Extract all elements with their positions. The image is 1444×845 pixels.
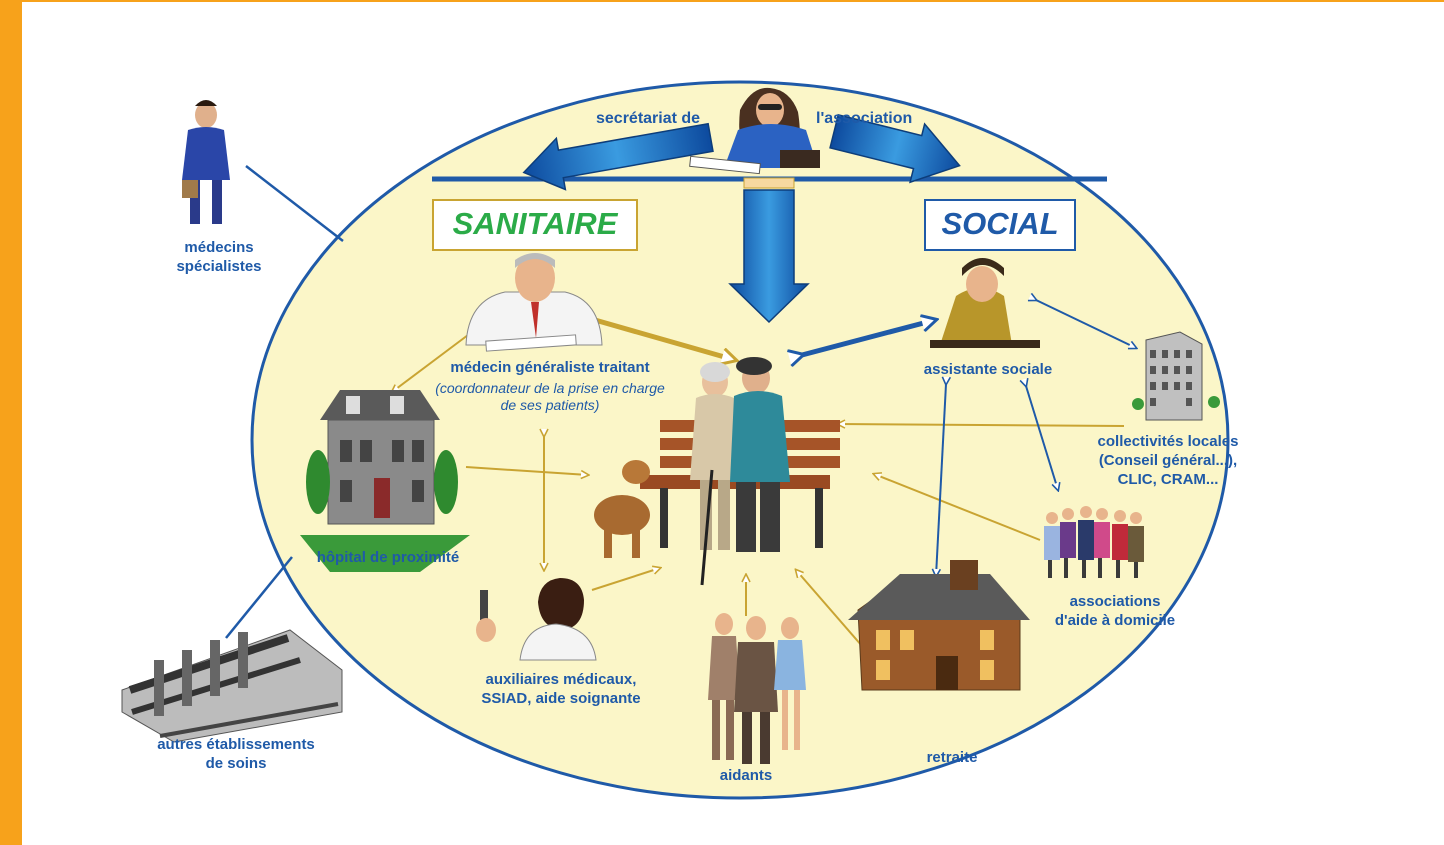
home-help-label-line1: associations bbox=[1069, 593, 1161, 610]
secretariat-arrow-right bbox=[829, 113, 961, 184]
social-worker-label: assistante sociale bbox=[923, 361, 1053, 378]
auxiliaries-label-line2: SSIAD, aide soignante bbox=[481, 690, 641, 707]
specialists-connector bbox=[245, 165, 344, 242]
doctor-note: (coordonnateur de la prise en charge de … bbox=[388, 380, 712, 414]
doctor-figure bbox=[465, 253, 603, 352]
home-help-label-line2: d'aide à domicile bbox=[1054, 612, 1176, 629]
social-worker-homehelp-link bbox=[1026, 386, 1058, 490]
specialists-label-line1: médecins bbox=[184, 239, 254, 256]
secretary-figure bbox=[689, 87, 820, 175]
sanitaire-section-title: SANITAIRE bbox=[432, 199, 638, 251]
retirement-elderly-link bbox=[796, 570, 863, 647]
hospital-label: hôpital de proximité bbox=[316, 549, 460, 566]
other-care-label-line2: de soins bbox=[205, 755, 267, 772]
helpers-label: aidants bbox=[719, 767, 773, 784]
auxiliaries-label: auxiliaires médicaux, SSIAD, aide soigna… bbox=[458, 670, 664, 708]
authorities-elderly-link bbox=[838, 424, 1125, 426]
auxiliaries-label-line1: auxiliaires médicaux, bbox=[485, 671, 637, 688]
auxiliary-figure bbox=[476, 578, 597, 661]
local-authorities-label-line3: CLIC, CRAM... bbox=[1117, 471, 1219, 488]
auxiliaries-elderly-link bbox=[591, 568, 660, 591]
sanitaire-links bbox=[392, 320, 1125, 647]
left-accent-bar bbox=[0, 0, 22, 845]
secretariat-arrow-left bbox=[522, 122, 714, 191]
social-section-title: SOCIAL bbox=[924, 199, 1076, 251]
secretariat-label-right: l'association bbox=[816, 110, 913, 127]
top-accent-line bbox=[0, 0, 1444, 2]
local-authorities-label-line1: collectivités locales bbox=[1097, 433, 1239, 450]
care-building-figure bbox=[121, 629, 343, 743]
doctor-note-line1: (coordonnateur de la prise en charge bbox=[435, 380, 665, 396]
retirement-home-figure bbox=[848, 560, 1030, 691]
secretariat-label-left: secrétariat de bbox=[596, 110, 701, 127]
secretariat-arrow-down bbox=[728, 177, 810, 324]
home-help-group-figure bbox=[1044, 506, 1144, 578]
social-worker-authorities-link bbox=[1036, 300, 1136, 348]
office-building-figure bbox=[1132, 331, 1220, 421]
doctor-hospital-link bbox=[392, 335, 468, 392]
specialists-label-line2: spécialistes bbox=[176, 258, 262, 275]
home-help-label: associations d'aide à domicile bbox=[1030, 592, 1200, 630]
social-worker-elderly-link bbox=[802, 320, 935, 355]
social-worker-retirement-link bbox=[936, 384, 946, 576]
local-authorities-label-line2: (Conseil général...), bbox=[1098, 452, 1238, 469]
doctor-label: médecin généraliste traitant bbox=[450, 359, 650, 376]
other-care-label-line1: autres établissements bbox=[157, 736, 315, 753]
homehelp-elderly-link bbox=[874, 474, 1041, 541]
dog-figure bbox=[594, 460, 650, 558]
local-authorities-label: collectivités locales (Conseil général..… bbox=[1068, 432, 1268, 489]
other-care-connector bbox=[225, 556, 293, 639]
social-worker-figure bbox=[930, 258, 1040, 348]
retirement-label: retraite bbox=[926, 749, 978, 766]
helpers-figure bbox=[708, 613, 806, 764]
doctor-elderly-link bbox=[595, 320, 735, 360]
specialist-figure bbox=[182, 100, 230, 224]
social-links bbox=[802, 300, 1136, 576]
doctor-note-line2: de ses patients) bbox=[500, 397, 600, 413]
hospital-elderly-link bbox=[465, 466, 588, 475]
specialists-label: médecins spécialistes bbox=[134, 238, 304, 276]
elderly-couple-figure bbox=[640, 357, 840, 586]
other-care-label: autres établissements de soins bbox=[122, 735, 350, 773]
hospital-figure bbox=[300, 390, 470, 572]
